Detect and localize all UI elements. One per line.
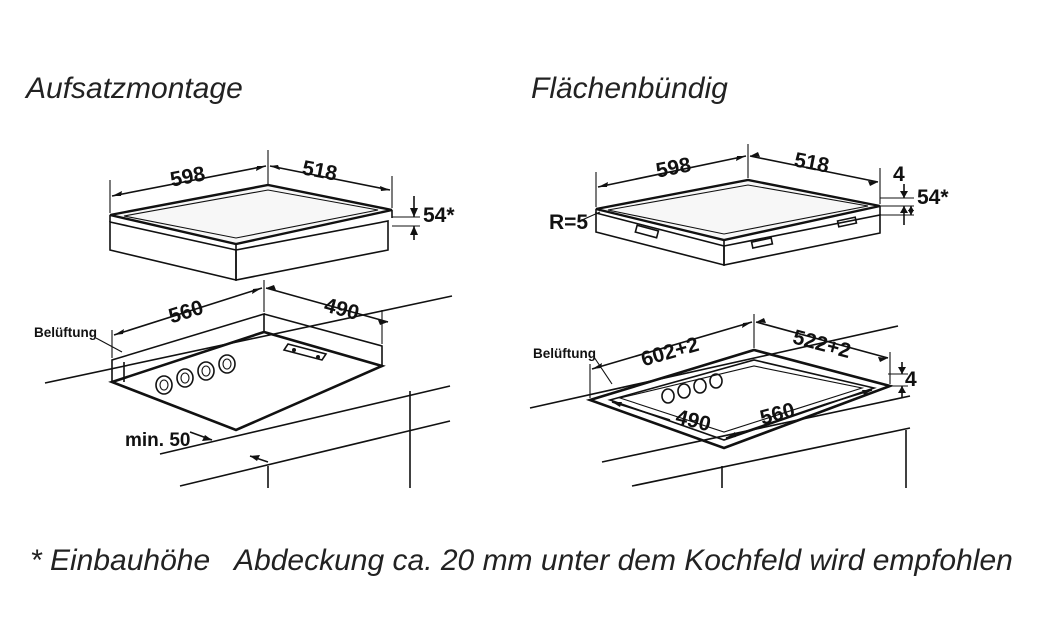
radius-leader <box>581 211 601 221</box>
right-title: Flächenbündig <box>531 72 728 105</box>
right-hob-depth: 518 <box>792 148 831 177</box>
right-hob-radius: R=5 <box>549 211 588 234</box>
right-cutout-inner-width: 560 <box>758 399 798 430</box>
left-hob-width: 598 <box>168 162 207 191</box>
left-cutout-dimensions <box>95 280 389 463</box>
right-vent-label: Belüftung <box>533 346 596 361</box>
left-worktop <box>44 295 453 488</box>
left-hob <box>109 183 393 282</box>
right-hob-width: 598 <box>654 153 693 182</box>
left-cutout-width: 560 <box>166 296 206 328</box>
right-hob-edge: 4 <box>893 163 905 186</box>
left-min-label: min. 50 <box>125 430 190 451</box>
right-hob <box>595 178 881 267</box>
footnote: * Einbauhöhe Abdeckung ca. 20 mm unter d… <box>30 544 1013 577</box>
left-hob-dimensions <box>109 150 420 240</box>
right-hob-height: 54* <box>917 186 949 209</box>
left-cutout-depth: 490 <box>322 294 362 325</box>
left-title: Aufsatzmontage <box>24 72 243 105</box>
right-cutout-outer-depth: 522+2 <box>790 326 853 363</box>
left-vent-label: Belüftung <box>34 325 97 340</box>
left-hob-height: 54* <box>423 204 455 227</box>
right-cutout-dimensions <box>589 314 908 439</box>
right-hob-dimensions <box>595 144 914 225</box>
right-cutout-outer-width: 602+2 <box>638 333 701 371</box>
left-hob-depth: 518 <box>300 156 339 185</box>
right-cutout-step: 4 <box>905 368 917 391</box>
